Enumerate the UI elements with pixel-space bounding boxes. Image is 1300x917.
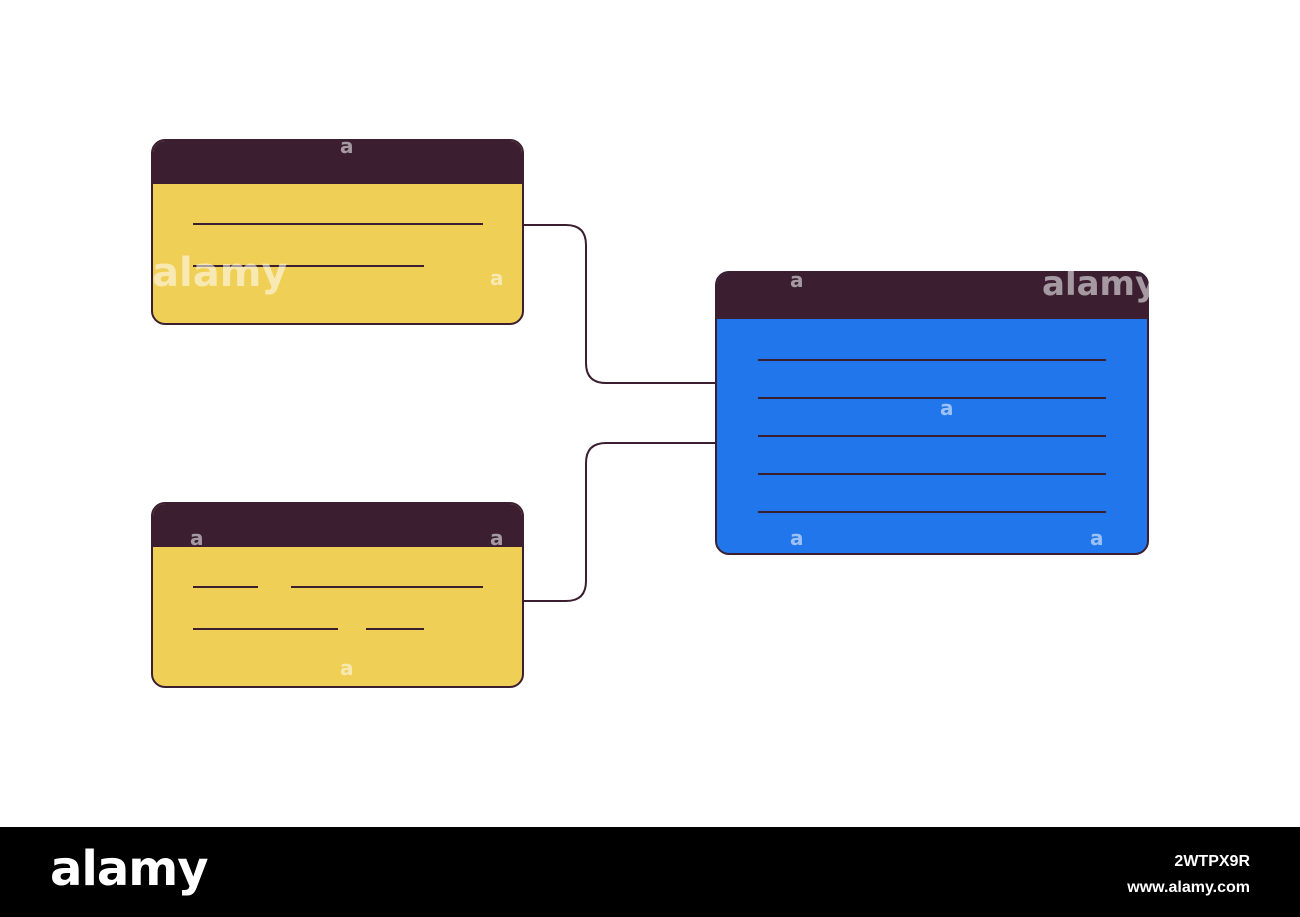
text-line	[758, 473, 1106, 475]
connector-lines	[524, 224, 715, 602]
text-line	[758, 435, 1106, 437]
text-line	[366, 628, 424, 630]
watermark-glyph: a	[790, 268, 804, 292]
text-line	[758, 397, 1106, 399]
watermark-glyph: a	[1090, 526, 1104, 550]
watermark-glyph: a	[490, 526, 504, 550]
watermark-logo: alamy	[1042, 264, 1158, 304]
watermark-glyph: a	[190, 526, 204, 550]
watermark-glyph: a	[940, 396, 954, 420]
source-card-top	[151, 139, 524, 325]
connector-top-to-target	[524, 224, 715, 384]
image-id: 2WTPX9R	[1174, 853, 1250, 870]
card-header-bar	[717, 273, 1147, 319]
text-line	[193, 223, 483, 225]
watermark-footer: alamy 2WTPX9R www.alamy.com	[0, 827, 1300, 917]
watermark-glyph: a	[790, 526, 804, 550]
text-line	[193, 586, 258, 588]
watermark-glyph: a	[340, 134, 354, 158]
diagram-canvas: alamy alamy a a a a a a a a a	[151, 134, 1158, 688]
text-line	[758, 359, 1106, 361]
watermark-glyph: a	[340, 656, 354, 680]
text-line	[193, 628, 338, 630]
source-card-bottom	[151, 502, 524, 688]
card-header-bar	[153, 504, 522, 547]
card-header-bar	[153, 141, 522, 184]
connector-bottom-to-target	[524, 442, 715, 602]
site-url: www.alamy.com	[1127, 879, 1250, 896]
text-line	[193, 265, 424, 267]
watermark-glyph: a	[490, 266, 504, 290]
text-line	[291, 586, 483, 588]
target-card	[715, 271, 1149, 555]
footer-logo: alamy	[50, 841, 209, 897]
watermark-logo: alamy	[152, 250, 288, 296]
footer-image-info: 2WTPX9R www.alamy.com	[1127, 849, 1250, 901]
text-line	[758, 511, 1106, 513]
